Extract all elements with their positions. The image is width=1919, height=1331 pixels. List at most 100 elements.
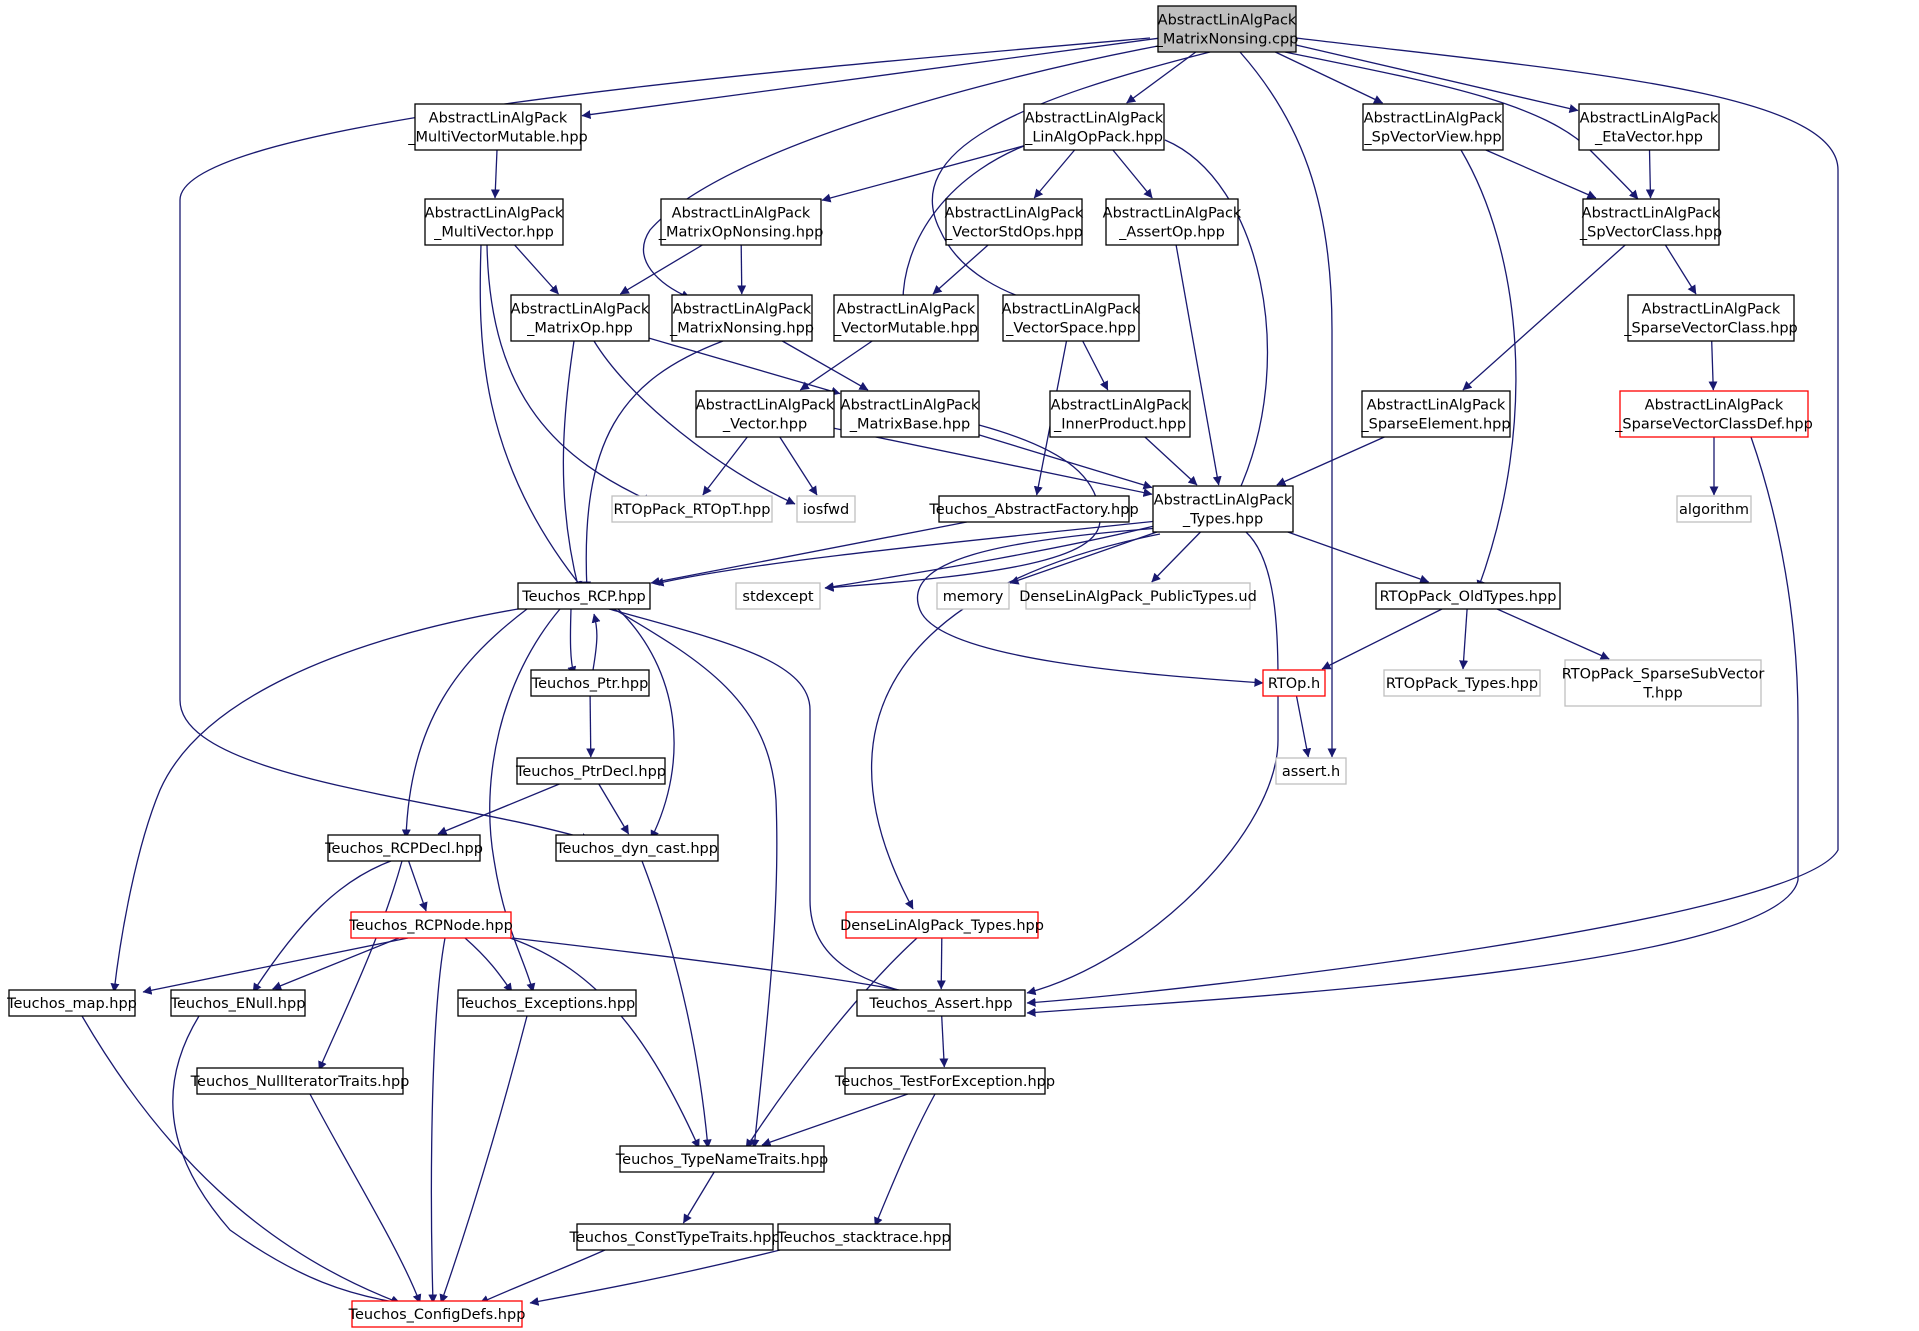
- edge-root-to-etav: [1295, 44, 1579, 113]
- node-rtoptypes[interactable]: RTOpPack_Types.hpp: [1383, 669, 1541, 697]
- node-vso[interactable]: AbstractLinAlgPack_VectorStdOps.hpp: [944, 198, 1084, 246]
- node-ctt[interactable]: Teuchos_ConstTypeTraits.hpp: [568, 1223, 781, 1251]
- node-label: algorithm: [1679, 502, 1749, 518]
- edge-mv-to-mop: [514, 244, 559, 295]
- node-box: [936, 582, 1010, 610]
- node-box: [945, 198, 1083, 246]
- edge-types-to-rcp: [654, 520, 1158, 587]
- edge-types-to-oldtypes: [1287, 531, 1430, 584]
- edge-types-to-dlapub: [1151, 531, 1201, 583]
- node-selem[interactable]: AbstractLinAlgPack_SparseElement.hpp: [1360, 390, 1511, 438]
- node-rcpdecl[interactable]: Teuchos_RCPDecl.hpp: [324, 834, 483, 862]
- node-box: [619, 1145, 825, 1173]
- node-stdexcept[interactable]: stdexcept: [735, 582, 821, 610]
- node-dlapub[interactable]: DenseLinAlgPack_PublicTypes.ud: [1019, 582, 1257, 610]
- node-rcpnode[interactable]: Teuchos_RCPNode.hpp: [348, 911, 513, 939]
- node-types[interactable]: AbstractLinAlgPack_Types.hpp: [1152, 485, 1294, 533]
- edge-rcpdecl-to-nullit: [318, 860, 403, 1071]
- edge-rcp-to-tnt: [613, 608, 778, 1149]
- node-vsp[interactable]: AbstractLinAlgPack_VectorSpace.hpp: [1002, 294, 1141, 342]
- node-box: [1564, 659, 1762, 707]
- node-spvc[interactable]: AbstractLinAlgPack_SpVectorClass.hpp: [1579, 198, 1722, 246]
- node-label: RTOpPack_SparseSubVector: [1562, 667, 1765, 683]
- node-svc[interactable]: AbstractLinAlgPack_SparseVectorClass.hpp: [1623, 294, 1798, 342]
- node-cfg[interactable]: Teuchos_ConfigDefs.hpp: [348, 1300, 526, 1328]
- node-label: RTOpPack_OldTypes.hpp: [1380, 589, 1557, 605]
- edge-root-to-linalgop: [1126, 51, 1197, 104]
- node-vec[interactable]: AbstractLinAlgPack_Vector.hpp: [695, 390, 835, 438]
- node-box: [327, 834, 481, 862]
- node-mop[interactable]: AbstractLinAlgPack_MatrixOp.hpp: [510, 294, 650, 342]
- node-box: [1375, 582, 1561, 610]
- node-label: Teuchos_NullIteratorTraits.hpp: [190, 1074, 410, 1090]
- node-svcdef[interactable]: AbstractLinAlgPack_SparseVectorClassDef.…: [1614, 390, 1813, 438]
- node-map[interactable]: Teuchos_map.hpp: [6, 989, 137, 1017]
- node-asserth[interactable]: assert.h: [1275, 757, 1347, 785]
- node-box: [796, 495, 856, 523]
- node-box: [833, 294, 979, 342]
- node-ptr[interactable]: Teuchos_Ptr.hpp: [530, 669, 650, 697]
- node-label: Teuchos_TypeNameTraits.hpp: [615, 1152, 828, 1168]
- node-etav[interactable]: AbstractLinAlgPack _EtaVector.hpp: [1578, 103, 1720, 151]
- node-mns[interactable]: AbstractLinAlgPack_MatrixNonsing.hpp: [669, 294, 814, 342]
- node-box: [1049, 390, 1191, 438]
- node-iprod[interactable]: AbstractLinAlgPack_InnerProduct.hpp: [1049, 390, 1191, 438]
- node-ptrdecl[interactable]: Teuchos_PtrDecl.hpp: [515, 757, 666, 785]
- edge-iprod-to-types: [1144, 436, 1198, 486]
- node-nullit[interactable]: Teuchos_NullIteratorTraits.hpp: [190, 1067, 410, 1095]
- node-label: Teuchos_TestForException.hpp: [834, 1074, 1055, 1090]
- node-enull[interactable]: Teuchos_ENull.hpp: [170, 989, 306, 1017]
- edge-root-to-dyncast: [179, 37, 1151, 842]
- edge-types-to-dlatypes: [871, 533, 1161, 910]
- node-label: _VectorStdOps.hpp: [944, 225, 1083, 241]
- node-tfe[interactable]: Teuchos_TestForException.hpp: [834, 1067, 1055, 1095]
- node-label: _LinAlgOpPack.hpp: [1024, 130, 1163, 146]
- edge-oldtypes-to-rtoptypes: [1459, 608, 1469, 670]
- node-algorithm[interactable]: algorithm: [1676, 495, 1752, 523]
- node-label: _MatrixOp.hpp: [526, 321, 633, 337]
- node-label: AbstractLinAlgPack: [841, 398, 980, 414]
- node-spvv[interactable]: AbstractLinAlgPack_SpVectorView.hpp: [1362, 103, 1504, 151]
- node-oldtypes[interactable]: RTOpPack_OldTypes.hpp: [1375, 582, 1561, 610]
- node-mv[interactable]: AbstractLinAlgPack_MultiVector.hpp: [424, 198, 564, 246]
- node-assert[interactable]: Teuchos_Assert.hpp: [856, 989, 1026, 1017]
- node-absfac[interactable]: Teuchos_AbstractFactory.hpp: [928, 495, 1139, 523]
- edge-exc-to-cfg: [439, 1015, 528, 1304]
- node-box: [840, 390, 980, 438]
- node-stack[interactable]: Teuchos_stacktrace.hpp: [776, 1223, 951, 1251]
- node-mopns[interactable]: AbstractLinAlgPack_MatrixOpNonsing.hpp: [658, 198, 824, 246]
- edge-rcpnode-to-enull: [272, 937, 400, 990]
- node-exc[interactable]: Teuchos_Exceptions.hpp: [457, 989, 637, 1017]
- node-box: [424, 198, 564, 246]
- node-linalgop[interactable]: AbstractLinAlgPack_LinAlgOpPack.hpp: [1023, 103, 1165, 151]
- node-label: AbstractLinAlgPack: [1580, 111, 1719, 127]
- edge-dlatypes-to-tnt: [745, 937, 918, 1149]
- edge-rtoph-to-asserth: [1295, 695, 1312, 758]
- node-tnt[interactable]: Teuchos_TypeNameTraits.hpp: [615, 1145, 828, 1173]
- node-box: [1025, 582, 1251, 610]
- node-label: memory: [943, 589, 1004, 605]
- node-box: [1361, 390, 1511, 438]
- node-label: _EtaVector.hpp: [1594, 130, 1703, 146]
- node-rcp[interactable]: Teuchos_RCP.hpp: [517, 582, 651, 610]
- node-box: [350, 911, 512, 939]
- node-dyncast[interactable]: Teuchos_dyn_cast.hpp: [555, 834, 719, 862]
- node-box: [1362, 103, 1504, 151]
- node-asop[interactable]: AbstractLinAlgPack_AssertOp.hpp: [1103, 198, 1242, 246]
- edge-root-to-spvv: [1275, 51, 1384, 104]
- node-dlatypes[interactable]: DenseLinAlgPack_Types.hpp: [840, 911, 1044, 939]
- node-mbase[interactable]: AbstractLinAlgPack_MatrixBase.hpp: [840, 390, 980, 438]
- edge-spvv-to-oldtypes: [1460, 149, 1517, 590]
- edge-vec-to-rtopt: [702, 436, 748, 496]
- node-box: [671, 294, 813, 342]
- node-label: Teuchos_Exceptions.hpp: [458, 996, 635, 1012]
- node-iosfwd[interactable]: iosfwd: [796, 495, 856, 523]
- node-rtopt[interactable]: RTOpPack_RTOpT.hpp: [611, 495, 773, 523]
- node-vmut[interactable]: AbstractLinAlgPack_VectorMutable.hpp: [833, 294, 979, 342]
- node-memory[interactable]: memory: [936, 582, 1010, 610]
- node-mvm[interactable]: AbstractLinAlgPack_MultiVectorMutable.hp…: [407, 103, 588, 151]
- node-rtoph[interactable]: RTOp.h: [1262, 669, 1326, 697]
- edge-oldtypes-to-sparsesub: [1496, 608, 1610, 660]
